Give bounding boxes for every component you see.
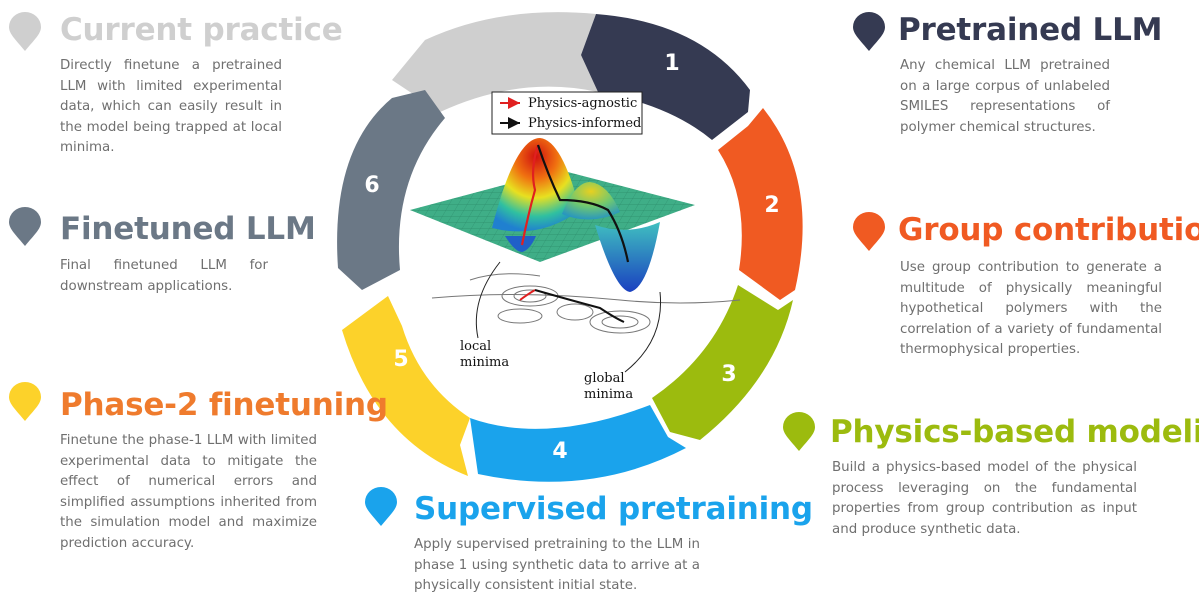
supervised-pin-icon [365, 487, 397, 526]
group-contribution-pin-icon [853, 212, 885, 251]
current-practice-text: Directly finetune a pretrained LLM with … [60, 58, 282, 155]
supervised-title: Supervised pretraining [414, 491, 813, 527]
contour-black-path [534, 289, 625, 323]
current-practice-pin-icon [9, 12, 41, 51]
global-leader [624, 291, 662, 373]
physics-modeling-title: Physics-based modeling [830, 414, 1199, 450]
step-number-2: 2 [764, 193, 779, 218]
surface-black-path [536, 144, 630, 263]
pretrained-llm-text: Any chemical LLM pretrained on a large c… [900, 58, 1110, 135]
local-minima-label-2: minima [460, 355, 509, 370]
segment-1 [581, 14, 750, 140]
phase2-text: Finetune the phase-1 LLM with limited ex… [60, 433, 317, 551]
energy-landscape-figure: Physics-agnostic Physics-informed [410, 91, 741, 402]
supervised-text: Apply supervised pretraining to the LLM … [414, 537, 700, 593]
finetuned-llm-pin-icon [9, 207, 41, 246]
step-number-6: 6 [364, 173, 379, 198]
surface-red-path [520, 144, 540, 246]
legend-agnostic: Physics-agnostic [528, 96, 637, 111]
second-peak [562, 182, 620, 220]
segment-3 [652, 285, 793, 440]
segment-5 [342, 296, 470, 476]
contour-red-path [519, 289, 536, 301]
tall-peak [492, 138, 580, 232]
group-contribution-text: Use group contribution to generate a mul… [900, 260, 1162, 357]
segment-2 [718, 108, 803, 300]
segment-6 [337, 90, 445, 290]
pretrained-llm-pin-icon [853, 12, 885, 51]
finetuned-llm-text: Final finetuned LLM for downstream appli… [60, 258, 268, 294]
step-number-1: 1 [664, 51, 679, 76]
ring-segments [337, 12, 803, 482]
segment-current-practice [392, 12, 598, 113]
pretrained-llm-title: Pretrained LLM [898, 12, 1163, 48]
global-minima-label-1: global [584, 371, 625, 386]
current-practice-title: Current practice [60, 12, 343, 48]
legend-informed: Physics-informed [528, 116, 641, 131]
local-leader [475, 261, 501, 339]
local-well [505, 236, 536, 252]
global-minima-label-2: minima [584, 387, 633, 402]
physics-modeling-pin-icon [783, 412, 815, 451]
physics-modeling-text: Build a physics-based model of the physi… [832, 460, 1137, 537]
local-minima-label-1: local [460, 339, 491, 354]
step-number-5: 5 [393, 347, 408, 372]
step-number-3: 3 [721, 362, 736, 387]
finetuned-llm-title: Finetuned LLM [60, 211, 316, 247]
phase2-title: Phase-2 finetuning [60, 387, 388, 423]
phase2-pin-icon [9, 382, 41, 421]
group-contribution-title: Group contribution [898, 212, 1199, 248]
step-number-4: 4 [552, 439, 567, 464]
segment-4 [470, 405, 686, 482]
